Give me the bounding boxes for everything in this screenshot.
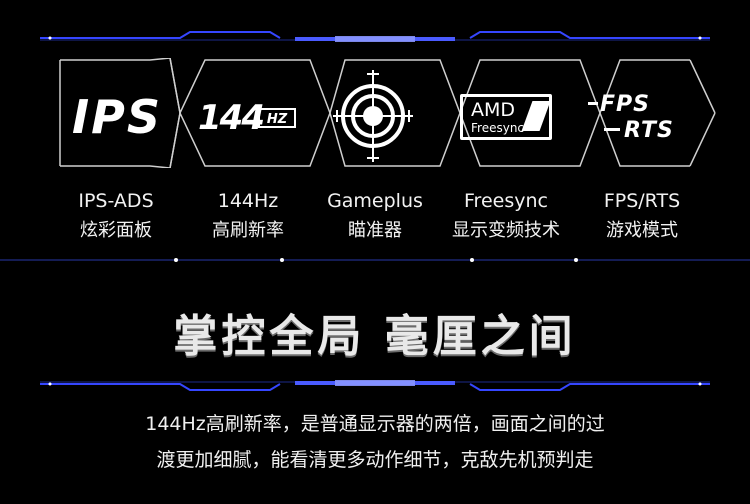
description-line-1: 144Hz高刷新率，是普通显示器的两倍，画面之间的过 [145,413,605,435]
feature-subtitle: 高刷新率 [212,220,284,241]
mid-neon-decoration [40,380,710,391]
fps-logo-text: FPS [600,92,650,117]
feature-label-ips: IPS-ADS 炫彩面板 [46,186,186,246]
feature-label-fps-rts: FPS/RTS 游戏模式 [572,186,712,246]
rts-speed-lines [604,128,620,131]
feature-title: IPS-ADS [78,190,154,212]
feature-icon-strip [59,58,716,168]
amd-freesync-logo-icon: AMD Freesync [460,94,552,140]
description: 144Hz高刷新率，是普通显示器的两倍，画面之间的过 渡更加细腻，能看清更多动作… [0,406,750,478]
ips-logo-text: IPS [72,90,162,144]
headline: 掌控全局 毫厘之间 [173,311,577,362]
feature-title: FPS/RTS [603,190,681,212]
feature-label-144hz: 144Hz 高刷新率 [178,186,318,246]
rts-logo-text: RTS [624,118,674,143]
144hz-logo-icon: 144 HZ [192,96,312,140]
ips-logo-icon: IPS [62,88,172,146]
fps-speed-lines [588,102,598,105]
feature-subtitle: 炫彩面板 [80,220,152,241]
top-neon-decoration [40,31,710,42]
feature-title: Freesync [464,190,548,212]
feature-labels: IPS-ADS 炫彩面板 144Hz 高刷新率 Gameplus 瞄准器 Fre… [0,186,750,256]
crosshair-icon [333,70,413,162]
144hz-logo-number: 144 [198,98,265,138]
144hz-logo-unit: HZ [258,108,296,128]
feature-subtitle: 瞄准器 [348,220,402,241]
amd-logo-text: AMD [471,99,516,121]
freesync-logo-text: Freesync [471,121,525,135]
feature-subtitle: 游戏模式 [606,220,678,241]
feature-title: Gameplus [327,190,423,212]
freesync-swoosh [521,101,551,131]
description-line-2: 渡更加细腻，能看清更多动作细节，克敌先机预判走 [156,449,594,471]
feature-title: 144Hz [217,190,279,212]
feature-label-gameplus: Gameplus 瞄准器 [305,186,445,246]
feature-label-freesync: Freesync 显示变频技术 [436,186,576,246]
separator-line [0,258,750,262]
fps-rts-logo-icon: FPS RTS [588,92,698,144]
feature-subtitle: 显示变频技术 [452,220,560,241]
